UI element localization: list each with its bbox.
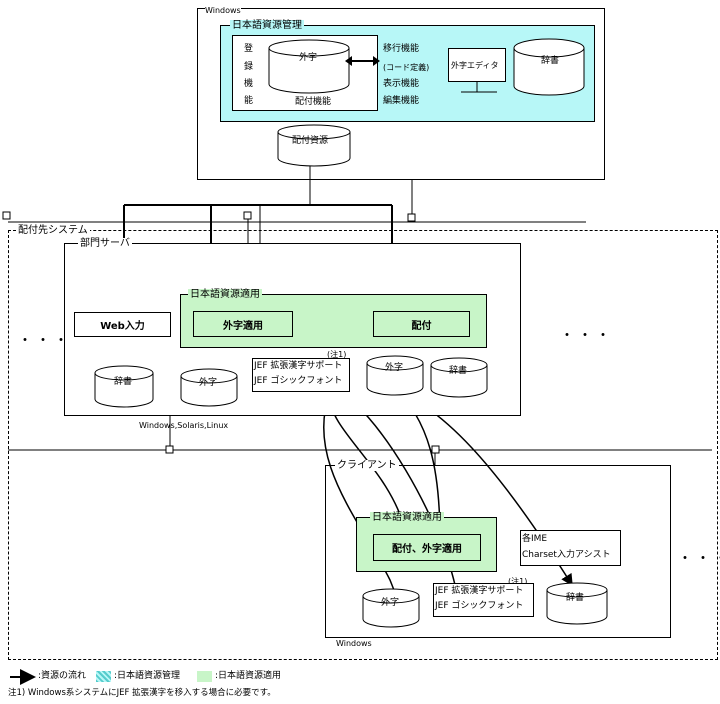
ellipsis-right-server: ・・・ [560, 328, 614, 344]
gaiji-apply-button[interactable]: 外字適用 [193, 311, 293, 337]
server-gaiji-db-label: 外字 [199, 378, 218, 388]
server-jef-kanji: JEF 拡張漢字サポート [254, 361, 343, 371]
gaiji-editor-box [448, 48, 506, 82]
legend-apply: :日本語資源適用 [215, 671, 282, 681]
mgmt-dict-db-label: 辞書 [541, 56, 560, 66]
client-jef-kanji: JEF 拡張漢字サポート [435, 586, 524, 596]
distribute-button[interactable]: 配付 [373, 311, 470, 337]
register-func-4: 能 [244, 96, 254, 106]
ellipsis-right-client: ・・・ [678, 551, 720, 567]
client-gaiji-db-icon [362, 588, 420, 628]
server-dict-db2-icon [430, 357, 488, 398]
client-apply-panel [356, 517, 497, 572]
client-apply-button[interactable]: 配付、外字適用 [373, 534, 481, 561]
migrate-func-label: 移行機能 [383, 44, 420, 54]
client-dict-db-icon [546, 582, 608, 625]
server-apply-title: 日本語資源適用 [188, 289, 262, 300]
code-def-label: (コード定義) [383, 63, 430, 72]
gaiji-editor-label: 外字エディタ [451, 61, 499, 70]
register-func-3: 機 [244, 79, 254, 89]
legend-flow: :資源の流れ [38, 671, 87, 681]
web-input-button[interactable]: Web入力 [74, 312, 171, 337]
server-dict-db2-label: 辞書 [449, 366, 468, 376]
client-note-mark: (注1) [508, 577, 528, 586]
client-os-label: Windows [336, 639, 372, 648]
dest-system-box [8, 230, 718, 660]
server-os-label: Windows,Solaris,Linux [139, 421, 229, 430]
server-note-mark: (注1) [327, 350, 347, 359]
mgmt-windows-box [197, 8, 605, 180]
mgmt-os-label: Windows [205, 5, 241, 16]
ime-box [520, 530, 621, 566]
server-gaiji-db2-label: 外字 [385, 363, 404, 373]
ellipsis-left: ・・・ [18, 333, 72, 349]
server-title: 部門サーバ [78, 238, 132, 249]
display-func-label: 表示機能 [383, 79, 420, 89]
server-dict-db-icon [94, 365, 154, 408]
legend-mgmt-swatch [96, 671, 111, 682]
server-jef-box [252, 358, 350, 392]
distribute-func-label: 配付機能 [295, 97, 332, 107]
client-box [325, 465, 671, 638]
dist-resource-db-icon [277, 124, 351, 167]
client-gaiji-db-label: 外字 [381, 598, 400, 608]
ime-line2: Charset入力アシスト [522, 550, 611, 560]
server-jef-gothic: JEF ゴシックフォント [254, 376, 343, 386]
register-func-2: 録 [244, 62, 254, 72]
mgmt-gaiji-db-label: 外字 [299, 53, 318, 63]
mgmt-title: 日本語資源管理 [230, 20, 304, 31]
bidirectional-arrow-icon [345, 56, 380, 66]
dest-system-title: 配付先システム [16, 225, 90, 236]
server-dict-db-label: 辞書 [114, 377, 133, 387]
mgmt-gaiji-db-icon [268, 39, 350, 94]
client-jef-gothic: JEF ゴシックフォント [435, 601, 524, 611]
legend-mgmt: :日本語資源管理 [114, 671, 181, 681]
dist-resource-label: 配付資源 [292, 136, 329, 146]
footnote: 注1) Windows系システムにJEF 拡張漢字を移入する場合に必要です。 [8, 688, 276, 698]
edit-func-label: 編集機能 [383, 96, 420, 106]
legend-apply-swatch [197, 671, 212, 682]
monitor-stand-icon [461, 82, 497, 93]
client-dict-db-label: 辞書 [566, 593, 585, 603]
client-apply-title: 日本語資源適用 [370, 512, 444, 523]
server-apply-panel [180, 294, 487, 348]
ime-line1: 各IME [522, 534, 548, 544]
register-func-1: 登 [244, 44, 254, 54]
server-gaiji-db2-icon [366, 355, 424, 396]
client-jef-box [433, 583, 534, 617]
mgmt-dict-db-icon [513, 38, 585, 96]
client-title: クライアント [335, 460, 399, 471]
server-gaiji-db-icon [180, 368, 238, 407]
